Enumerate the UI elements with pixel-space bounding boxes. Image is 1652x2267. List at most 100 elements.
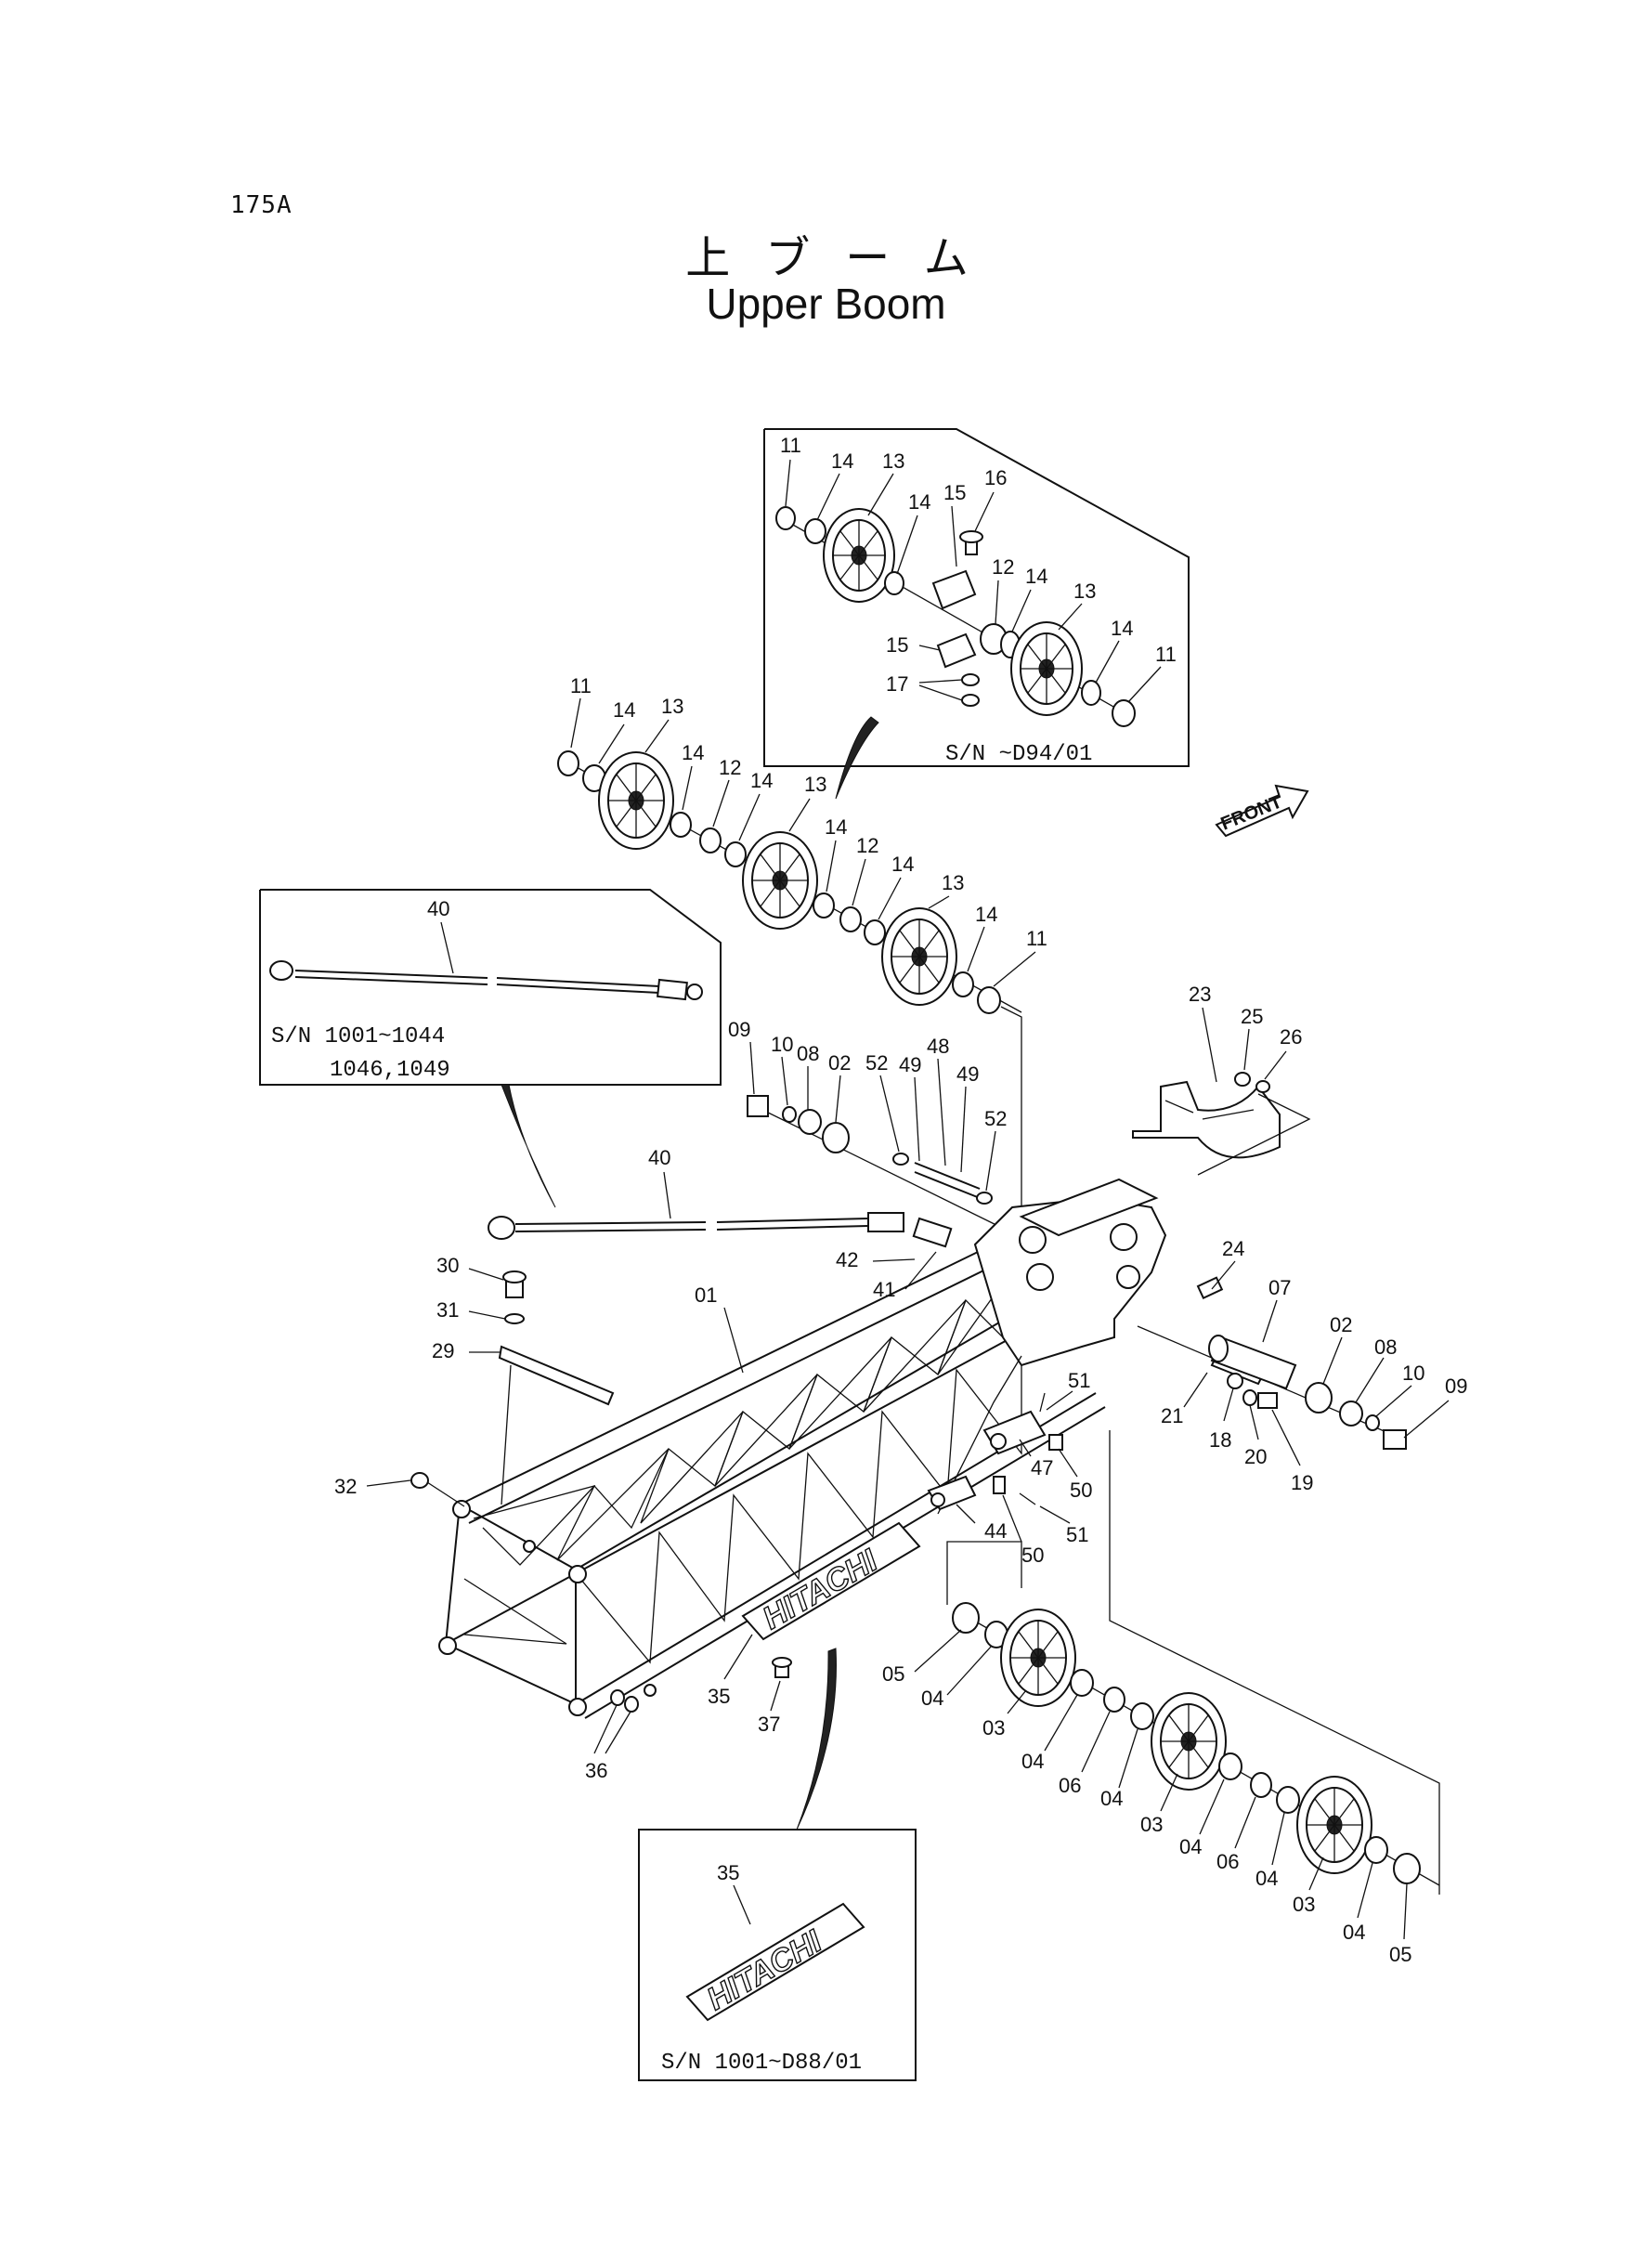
svg-text:14: 14: [825, 815, 847, 839]
sheave-13c: [881, 907, 957, 1006]
svg-text:08: 08: [797, 1042, 819, 1065]
washer-04e: [1276, 1786, 1300, 1814]
svg-text:21: 21: [1161, 1404, 1183, 1427]
tie-rod-40: [294, 970, 488, 979]
pin-41: [912, 1217, 953, 1248]
svg-text:13: 13: [1073, 580, 1096, 603]
svg-text:04: 04: [1179, 1835, 1202, 1858]
tie-rod-inset-serial-1: S/N 1001~1044: [271, 1024, 445, 1049]
tie-rod-inset: 40 S/N 1001~1044 1046,1049: [259, 889, 722, 1208]
nut-36a: [610, 1689, 625, 1706]
bushing-05b: [1393, 1853, 1421, 1884]
svg-text:03: 03: [1140, 1813, 1163, 1836]
svg-text:31: 31: [436, 1298, 459, 1322]
plate-08: [798, 1109, 822, 1135]
svg-text:09: 09: [728, 1018, 750, 1041]
svg-text:24: 24: [1222, 1237, 1244, 1260]
svg-text:02: 02: [1330, 1313, 1352, 1336]
svg-text:11: 11: [1026, 927, 1047, 950]
spacer-06b: [1250, 1772, 1272, 1798]
cotter-51: [1039, 1392, 1046, 1413]
svg-text:49: 49: [899, 1053, 921, 1076]
rod-inset-pointer: [501, 1084, 556, 1208]
nut-17a: [961, 673, 980, 686]
svg-text:10: 10: [771, 1033, 793, 1056]
cotter-51b: [1019, 1492, 1036, 1505]
plate-inset-pointer: [796, 1648, 837, 1831]
svg-text:51: 51: [1068, 1369, 1090, 1392]
svg-text:08: 08: [1374, 1335, 1397, 1359]
svg-text:09: 09: [1445, 1375, 1467, 1398]
washer-14b: [884, 571, 904, 595]
sheave-13b: [742, 831, 818, 930]
inset-pointer: [835, 716, 879, 800]
washer-10b: [1365, 1414, 1380, 1431]
pin-48: [914, 1162, 981, 1190]
svg-text:10: 10: [1402, 1362, 1424, 1385]
nut-32: [410, 1472, 429, 1489]
svg-text:11: 11: [780, 434, 801, 457]
svg-text:35: 35: [708, 1685, 730, 1708]
svg-text:14: 14: [750, 769, 773, 792]
bushing-11b: [1112, 699, 1136, 727]
svg-text:18: 18: [1209, 1428, 1231, 1452]
svg-text:23: 23: [1189, 983, 1211, 1006]
svg-text:13: 13: [804, 773, 826, 796]
name-plate-35: HITACHI 35 37 36: [585, 1521, 921, 1831]
boom-lattice-01: 01: [438, 1178, 1167, 1719]
plate-08b: [1339, 1401, 1363, 1427]
washer-52: [892, 1153, 909, 1166]
pivot-pin-assembly: 09 10 08 02 52 49 48 49 52: [728, 1018, 1008, 1231]
svg-text:14: 14: [613, 698, 635, 722]
page-title: Upper Boom: [706, 280, 946, 328]
svg-text:29: 29: [432, 1339, 454, 1362]
svg-text:05: 05: [882, 1662, 904, 1686]
svg-text:12: 12: [992, 555, 1014, 579]
svg-text:06: 06: [1059, 1774, 1081, 1797]
svg-text:50: 50: [1021, 1544, 1044, 1567]
bolt-09b: [1383, 1429, 1407, 1450]
svg-text:25: 25: [1241, 1005, 1263, 1028]
svg-text:51: 51: [1066, 1523, 1088, 1546]
svg-text:37: 37: [758, 1713, 780, 1736]
lower-sheave-row: 05 04 03 04 06 04 03 04 06 04 03 04 05: [882, 1430, 1440, 1966]
bolt-24: [1196, 1276, 1224, 1300]
svg-text:14: 14: [682, 741, 704, 764]
svg-text:12: 12: [856, 834, 878, 857]
svg-text:04: 04: [1021, 1750, 1044, 1773]
foot-pin-assembly: 24 07 02 08 10 09 21 18 20 19: [1137, 1237, 1467, 1494]
inset-name-plate-text: HITACHI: [701, 1923, 829, 2017]
svg-text:15: 15: [943, 481, 966, 504]
washer-52b: [976, 1192, 993, 1205]
svg-text:02: 02: [828, 1051, 851, 1075]
bolt-19: [1257, 1392, 1278, 1409]
sheave-13: [598, 751, 674, 850]
svg-text:06: 06: [1216, 1850, 1239, 1873]
svg-text:07: 07: [1268, 1276, 1291, 1299]
front-label: FRONT: [1218, 791, 1285, 834]
svg-text:36: 36: [585, 1759, 607, 1782]
svg-text:04: 04: [1255, 1867, 1278, 1890]
svg-text:14: 14: [975, 903, 997, 926]
nut-17b: [961, 694, 980, 707]
svg-text:19: 19: [1291, 1471, 1313, 1494]
bolt-09: [747, 1095, 769, 1117]
svg-text:26: 26: [1280, 1025, 1302, 1049]
sheave-inset: S/N ~D94/01: [763, 428, 1190, 800]
svg-text:14: 14: [891, 853, 914, 876]
washer-14d: [813, 892, 835, 919]
bushing-02b: [1305, 1382, 1333, 1414]
bushing-05: [952, 1602, 980, 1634]
upper-sheave-row: 11 14 13 14 12 14 13 14 12 14 13 14 11: [557, 674, 1047, 1217]
sheave-inset-serial: S/N ~D94/01: [945, 742, 1092, 767]
spacer-12: [699, 827, 722, 853]
washer-31: [504, 1313, 525, 1324]
washer-04d: [1218, 1752, 1242, 1780]
svg-text:04: 04: [1100, 1787, 1123, 1810]
spacer-12b: [839, 906, 862, 932]
bushing-11: [775, 506, 796, 530]
svg-text:20: 20: [1244, 1445, 1267, 1468]
svg-text:15: 15: [886, 633, 908, 657]
sheave-13b: [1010, 621, 1083, 716]
